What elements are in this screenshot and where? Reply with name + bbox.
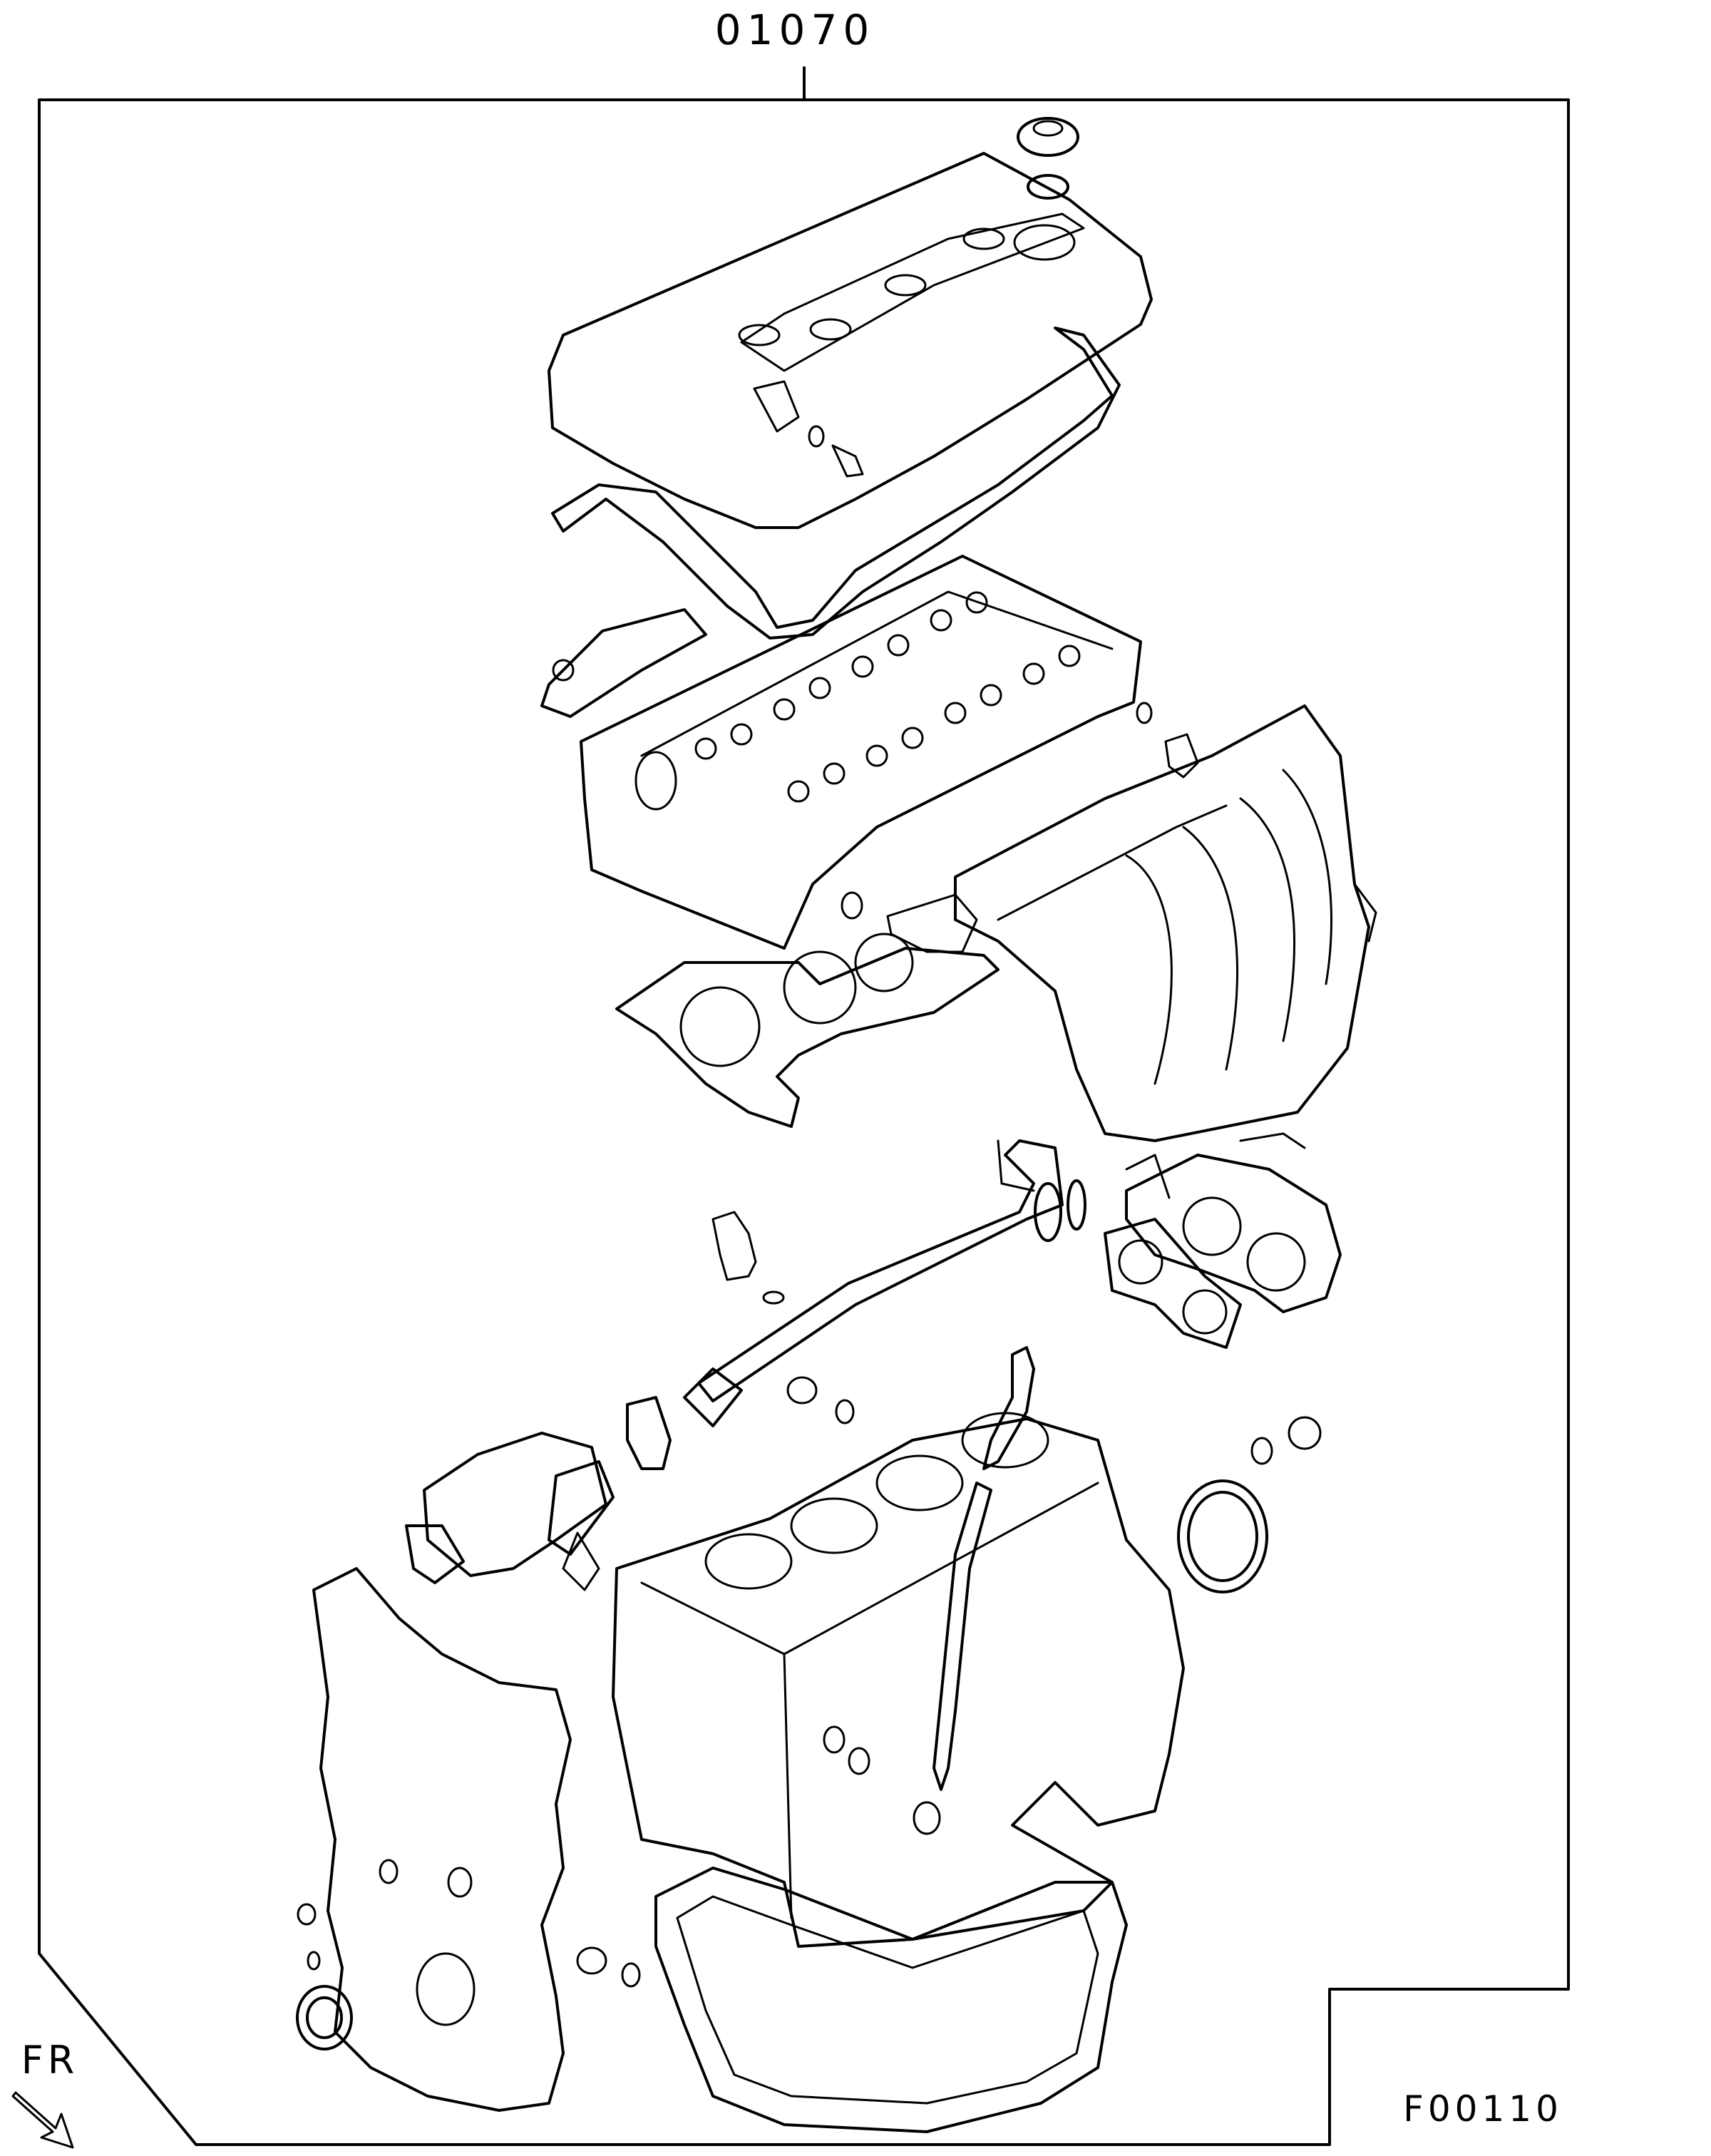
intake-manifold [954, 704, 1377, 1142]
oil-filler-cap [1017, 117, 1079, 200]
water-pump-housing [1104, 1132, 1342, 1349]
exhaust-gasket [626, 1396, 672, 1470]
o-rings-right [1250, 1416, 1322, 1465]
kit-boundary-frame [38, 98, 1570, 2146]
rear-oil-seal [1177, 1479, 1268, 1593]
cylinder-head-gasket [615, 933, 1000, 1128]
front-crankshaft-seal [296, 1903, 353, 2050]
rocker-cover [548, 152, 1153, 529]
water-pipe [683, 1139, 1086, 1427]
oil-pump-housing [405, 1432, 615, 1591]
part-number-label: 01070 [715, 6, 875, 54]
oil-level-gauge [932, 1346, 1035, 1791]
oil-pressure-switch [711, 1211, 785, 1305]
oil-pan [654, 1867, 1128, 2133]
temperature-sensor [1136, 702, 1199, 779]
water-pump-gasket [1104, 1218, 1242, 1349]
pcv-valve [808, 425, 864, 478]
thermostat-gasket [540, 608, 707, 718]
cylinder-head [580, 555, 1142, 950]
oil-filter-plug [576, 1946, 641, 1988]
front-direction-label: FR [21, 2038, 79, 2083]
cylinder-block [612, 1412, 1185, 1948]
figure-code-label: F00110 [1403, 2088, 1563, 2130]
front-direction-arrow-icon [11, 2091, 74, 2149]
rocker-cover-gasket [551, 327, 1121, 640]
timing-chain-cover [312, 1567, 572, 2112]
oil-drain-plug [786, 1376, 855, 1424]
